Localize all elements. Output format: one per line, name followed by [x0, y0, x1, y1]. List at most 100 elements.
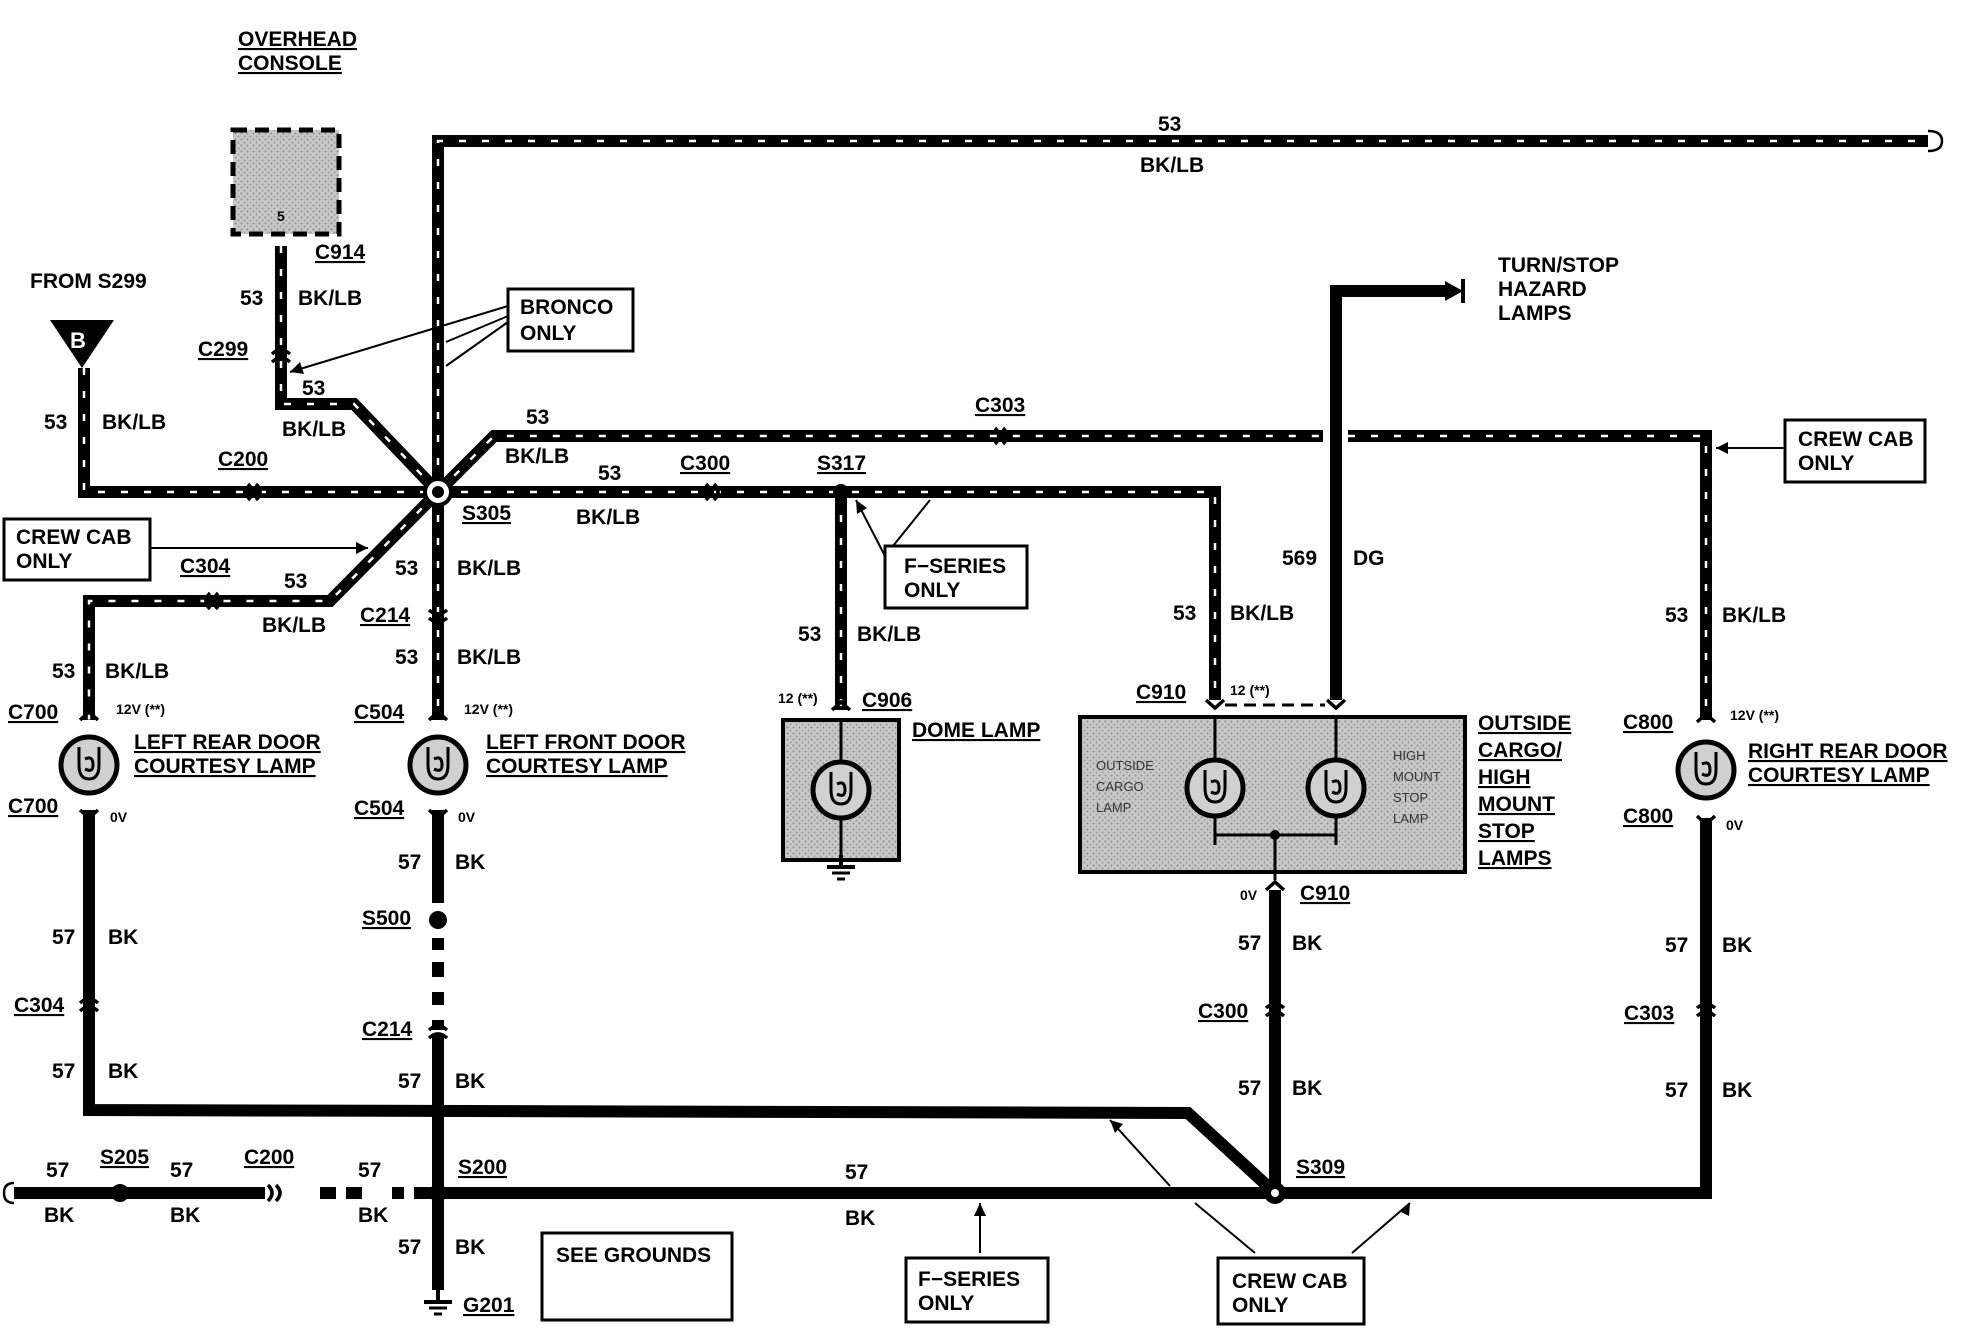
wire-num-label: 53: [1665, 604, 1688, 627]
wire-color-label: BK: [358, 1204, 388, 1227]
cargo-lamps-title-1: OUTSIDE: [1478, 712, 1571, 735]
voltage-0v-label: 0V: [458, 809, 476, 825]
left-rear-lamp-title-1: LEFT REAR DOOR: [134, 731, 321, 754]
s305-label: S305: [462, 502, 511, 525]
inner-high-label-1: HIGH: [1393, 748, 1426, 763]
from-s299-label: FROM S299: [30, 270, 147, 293]
right-rear-lamp-title-2: COURTESY LAMP: [1748, 764, 1930, 787]
left-rear-lamp-title-2: COURTESY LAMP: [134, 755, 316, 778]
s200-label: S200: [458, 1156, 507, 1179]
s500-label: S500: [362, 907, 411, 930]
left-front-lamp-title-2: COURTESY LAMP: [486, 755, 668, 778]
wire-53-to-c304: [83, 487, 443, 720]
inner-high-label-2: MOUNT: [1393, 769, 1441, 784]
wire-num-label: 57: [398, 1236, 421, 1259]
crew-cab-only-box-right: [1783, 418, 1927, 484]
wire-color-label: BK: [1722, 934, 1752, 957]
wire-num-label: 53: [1158, 113, 1181, 136]
c214-label-top: C214: [360, 604, 411, 627]
see-grounds-text: SEE GROUNDS: [556, 1244, 711, 1267]
left-rear-lamp-icon: [61, 737, 117, 793]
g201-ground-icon: [422, 1288, 454, 1316]
wire-color-label: BK/LB: [262, 614, 326, 637]
s205-splice: [111, 1184, 129, 1202]
f-series-top-text-1: F−SERIES: [904, 555, 1006, 578]
wire-color-label: BK: [108, 926, 138, 949]
wire-color-label: BK: [455, 1070, 485, 1093]
cargo-lamps-title-4: MOUNT: [1478, 793, 1555, 816]
wire-color-dg-label: DG: [1353, 547, 1385, 570]
wire-569-dg: [1330, 285, 1445, 700]
c303-label-bottom: C303: [1624, 1002, 1674, 1025]
c914-label: C914: [315, 241, 366, 264]
wire-color-label: BK: [170, 1204, 200, 1227]
wire-color-label: BK/LB: [857, 623, 921, 646]
wire-num-label: 53: [302, 377, 325, 400]
c300-label-bottom: C300: [1198, 1000, 1248, 1023]
f-series-only-box-bottom: [904, 1256, 1050, 1324]
c200-label-top: C200: [218, 448, 268, 471]
outside-cargo-lamp-icon: [1187, 760, 1243, 816]
c300-label-top: C300: [680, 452, 730, 475]
wire-53-to-c303: [433, 430, 1323, 497]
wire-color-label: BK/LB: [105, 660, 169, 683]
crew-cab-left-text-1: CREW CAB: [16, 526, 132, 549]
wire-num-label: 53: [798, 623, 821, 646]
c800-label-top: C800: [1623, 711, 1673, 734]
wire-color-label: BK: [1292, 932, 1322, 955]
turn-stop-text-3: LAMPS: [1498, 302, 1572, 325]
splice-group: [111, 477, 1286, 1204]
wire-57-right-rear: [1275, 818, 1712, 1199]
inner-cargo-label-3: LAMP: [1096, 800, 1131, 815]
inner-high-label-4: LAMP: [1393, 811, 1428, 826]
s200-splice: [429, 1184, 447, 1202]
crew-cab-only-box-left: [2, 517, 152, 582]
turn-stop-text-2: HAZARD: [1498, 278, 1587, 301]
see-grounds-box: [540, 1231, 734, 1322]
bronco-only-text-1: BRONCO: [520, 296, 613, 319]
c910-label-top: C910: [1136, 681, 1186, 704]
wire-num-label: 53: [1173, 602, 1196, 625]
wire-num-label: 57: [398, 1070, 421, 1093]
wire-color-label: BK: [44, 1204, 74, 1227]
c299-label: C299: [198, 338, 248, 361]
s500-splice: [429, 911, 447, 929]
labels: OVERHEAD CONSOLE C914 53 BK/LB C299 53 B…: [8, 28, 1948, 1317]
wire-color-label: BK/LB: [576, 506, 640, 529]
s309-label: S309: [1296, 1156, 1345, 1179]
f-series-bottom-text-1: F−SERIES: [918, 1268, 1020, 1291]
wire-color-label: BK: [845, 1207, 875, 1230]
voltage-12-label: 12 (**): [778, 690, 818, 706]
overhead-console-pin: 5: [277, 208, 285, 224]
c504-label-bottom: C504: [354, 797, 405, 820]
voltage-0v-label: 0V: [110, 809, 128, 825]
wire-num-label: 53: [395, 557, 418, 580]
wire-num-label: 57: [52, 926, 75, 949]
c303-label-top: C303: [975, 394, 1025, 417]
inner-high-label-3: STOP: [1393, 790, 1428, 805]
wire-num-label: 57: [1665, 1079, 1688, 1102]
wire-color-label: BK: [455, 1236, 485, 1259]
wire-color-label: BK/LB: [1230, 602, 1294, 625]
s317-splice: [833, 484, 849, 500]
wire-num-label: 53: [395, 646, 418, 669]
wire-color-label: BK/LB: [298, 287, 362, 310]
left-front-lamp-icon: [410, 737, 466, 793]
c910-label-bottom: C910: [1300, 882, 1350, 905]
overhead-console-title-1: OVERHEAD: [238, 28, 357, 51]
wire-group: [2, 129, 1944, 1290]
crew-cab-only-box-bottom: [1216, 1256, 1366, 1326]
left-front-lamp-title-1: LEFT FRONT DOOR: [486, 731, 685, 754]
wire-num-label: 57: [52, 1060, 75, 1083]
crew-cab-right-text-2: ONLY: [1798, 452, 1854, 475]
bronco-only-box: [506, 287, 635, 353]
crew-cab-right-text-1: CREW CAB: [1798, 428, 1914, 451]
wire-color-label: BK/LB: [457, 557, 521, 580]
wire-color-label: BK: [108, 1060, 138, 1083]
wire-num-label: 57: [170, 1159, 193, 1182]
wire-53-to-s317: [438, 486, 1221, 700]
wire-color-label: BK/LB: [102, 411, 166, 434]
cargo-lamps-title-2: CARGO/: [1478, 739, 1562, 762]
cargo-lamps-title-6: LAMPS: [1478, 847, 1552, 870]
